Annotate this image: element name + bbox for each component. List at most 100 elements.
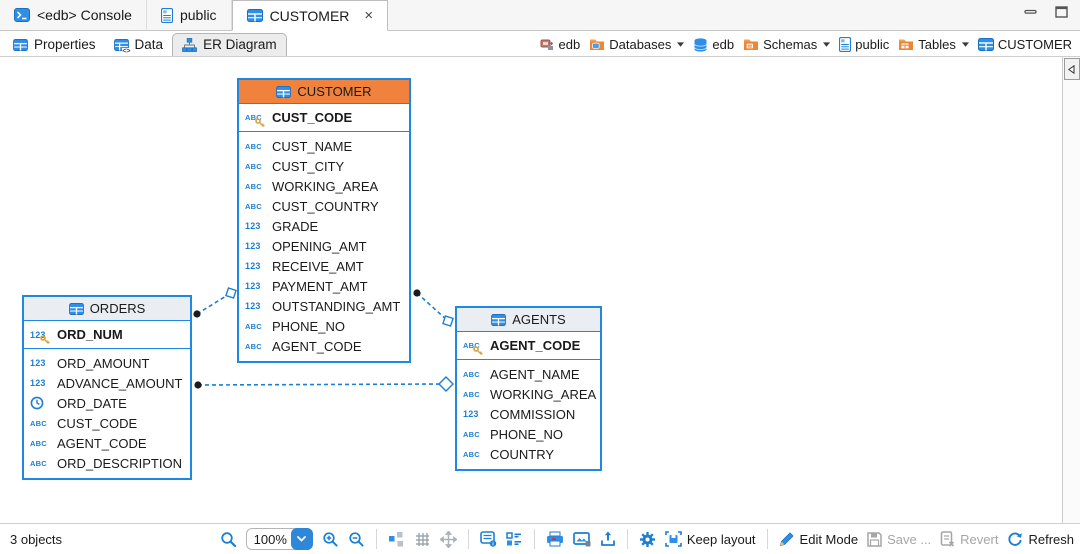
diagram-search-button[interactable] — [220, 531, 237, 548]
export-diagram-button[interactable] — [600, 531, 616, 547]
attribute-visibility-button[interactable] — [506, 531, 523, 547]
tab-er-diagram[interactable]: ER Diagram — [172, 33, 287, 56]
tab-properties[interactable]: Properties — [4, 34, 105, 56]
column-name: PHONE_NO — [490, 426, 563, 442]
toolbar-separator — [626, 529, 628, 549]
number-type-icon: 123 — [30, 378, 46, 388]
entity-header[interactable]: ORDERS — [24, 297, 190, 321]
tab-customer-editor[interactable]: CUSTOMER × — [231, 0, 389, 31]
tab-label: CUSTOMER — [269, 7, 350, 24]
palette-expand-button[interactable] — [1063, 58, 1080, 80]
breadcrumb-table-customer[interactable]: CUSTOMER — [977, 37, 1072, 52]
editor-tabbar: <edb> Console public CUSTOMER × — [0, 0, 1080, 31]
tab-public-editor[interactable]: public — [147, 0, 232, 30]
table-icon — [977, 38, 994, 51]
toggle-grid-button[interactable] — [414, 531, 431, 548]
svg-text:i: i — [492, 542, 494, 547]
chevron-down-icon — [823, 42, 831, 47]
keep-layout-toggle[interactable]: Keep layout — [665, 531, 756, 547]
number-type-icon: 123 — [245, 241, 261, 251]
refresh-button[interactable]: Refresh — [1007, 531, 1074, 547]
zoom-in-button[interactable] — [322, 531, 339, 548]
breadcrumb-schema-public[interactable]: public — [839, 37, 889, 52]
button-label: Revert — [960, 531, 999, 547]
zoom-dropdown-button[interactable] — [290, 528, 313, 550]
crumb-label: CUSTOMER — [997, 37, 1072, 52]
relationship-source-dot — [194, 381, 202, 389]
status-bar: 3 objects 100% — [0, 523, 1080, 554]
close-icon[interactable]: × — [364, 7, 374, 24]
save-as-picture-button[interactable] — [573, 531, 591, 547]
column-row[interactable]: ORD_DATE — [30, 393, 184, 413]
window-controls — [1024, 6, 1068, 18]
table-icon — [13, 38, 28, 51]
print-button[interactable] — [546, 531, 564, 547]
minimize-button[interactable] — [1024, 6, 1037, 18]
column-name: PAYMENT_AMT — [272, 278, 368, 294]
column-name: CUST_CITY — [272, 158, 345, 174]
column-name: AGENT_CODE — [57, 435, 147, 451]
expand-diagram-button[interactable] — [439, 530, 457, 548]
revert-button[interactable]: Revert — [940, 531, 998, 547]
subtab-label: ER Diagram — [203, 37, 277, 52]
breadcrumb-database-edb[interactable]: edb — [693, 37, 734, 52]
column-row[interactable]: 123 OPENING_AMT — [245, 236, 403, 256]
chevron-down-icon — [677, 42, 685, 47]
diagram-settings-button[interactable] — [639, 531, 656, 548]
entity-header[interactable]: AGENTS — [457, 308, 600, 332]
entity-header[interactable]: CUSTOMER — [239, 80, 409, 104]
column-name: GRADE — [272, 218, 319, 234]
text-type-icon: ABC — [245, 181, 262, 191]
column-name: OPENING_AMT — [272, 238, 367, 254]
subtabs: Properties <> Data ER Diagram — [4, 31, 287, 56]
breadcrumb-tables[interactable]: Tables — [898, 37, 969, 52]
number-type-icon: 123 — [245, 261, 261, 271]
schema-icon — [839, 37, 852, 52]
tab-sql-console[interactable]: <edb> Console — [0, 0, 147, 30]
maximize-button[interactable] — [1055, 6, 1068, 18]
text-type-icon: ABC — [245, 341, 262, 351]
toggle-comments-button[interactable]: i — [480, 531, 497, 547]
tab-data[interactable]: <> Data — [105, 34, 173, 56]
breadcrumb-schemas[interactable]: Schemas — [743, 37, 831, 52]
subtab-label: Data — [134, 37, 164, 52]
zoom-level-field[interactable]: 100% — [245, 528, 313, 550]
tab-label: public — [179, 7, 217, 23]
breadcrumb-connection[interactable]: edb — [540, 37, 580, 52]
edit-mode-button[interactable]: Edit Mode — [779, 531, 858, 547]
relationship-line — [197, 383, 447, 386]
table-icon — [246, 9, 263, 22]
toolbar-separator — [467, 529, 469, 549]
auto-layout-button[interactable] — [388, 531, 405, 548]
zoom-out-button[interactable] — [348, 531, 365, 548]
save-button[interactable]: Save ... — [867, 532, 931, 547]
breadcrumb-databases[interactable]: Databases — [589, 37, 685, 52]
